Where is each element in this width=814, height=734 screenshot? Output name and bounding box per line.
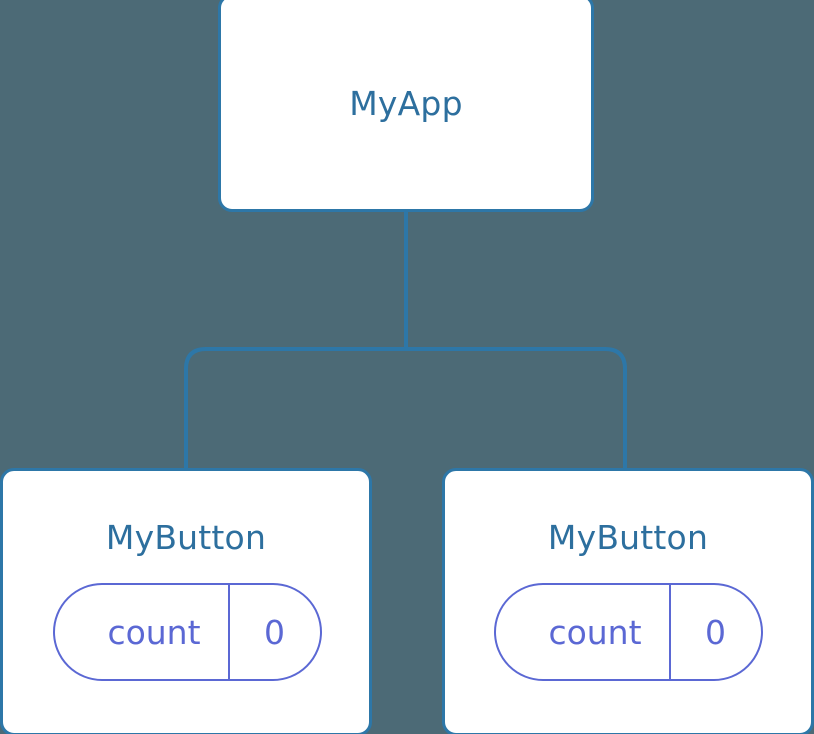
state-value: 0 — [668, 585, 761, 679]
node-my-button-left[interactable]: MyButton count 0 — [0, 468, 372, 734]
edge-to-my-button-right — [406, 347, 627, 472]
state-value: 0 — [227, 585, 320, 679]
node-title: MyButton — [105, 518, 267, 557]
state-key: count — [107, 612, 201, 652]
node-my-button-right[interactable]: MyButton count 0 — [442, 468, 814, 734]
node-title: MyApp — [349, 83, 463, 123]
state-pill[interactable]: count 0 — [493, 583, 763, 681]
edge-to-my-button-left — [184, 347, 406, 472]
node-title: MyButton — [547, 518, 709, 557]
state-key: count — [548, 612, 642, 652]
node-my-app[interactable]: MyApp — [218, 0, 594, 212]
state-pill[interactable]: count 0 — [52, 583, 322, 681]
